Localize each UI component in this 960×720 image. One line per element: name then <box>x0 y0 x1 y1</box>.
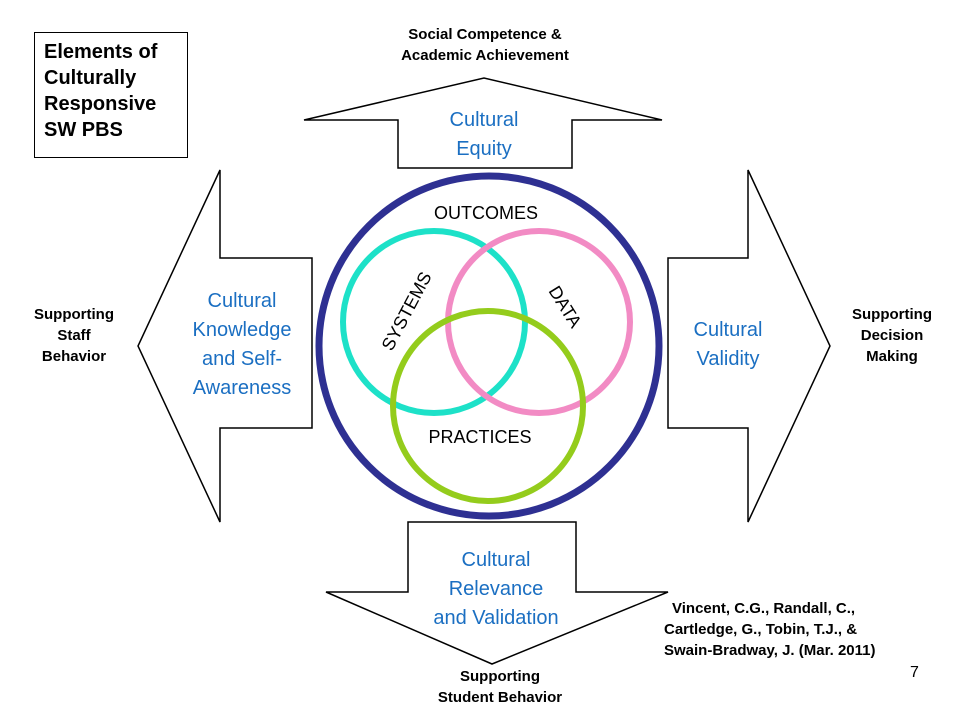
left-outer-label: Supporting Staff Behavior <box>8 304 140 367</box>
title-box: Elements of Culturally Responsive SW PBS <box>34 32 188 158</box>
bottom-arrow <box>325 521 669 665</box>
top-arrow <box>303 77 663 169</box>
systems-circle <box>340 228 528 416</box>
right-outer-label: Supporting Decision Making <box>826 304 958 367</box>
right-arrow-line-1: Cultural <box>694 319 763 341</box>
bottom-outer-label: Supporting Student Behavior <box>380 666 620 708</box>
top-arrow-line-2: Equity <box>456 138 512 160</box>
bottom-outer-line-1: Supporting <box>460 668 540 685</box>
citation: Vincent, C.G., Randall, C., Cartledge, G… <box>664 598 875 661</box>
practices-label: PRACTICES <box>428 427 531 447</box>
left-arrow-line-4: Awareness <box>193 377 292 399</box>
page-number: 7 <box>910 664 919 681</box>
right-arrow <box>667 169 831 523</box>
top-outer-line-2: Academic Achievement <box>401 47 569 64</box>
title-line-4: SW PBS <box>44 119 123 141</box>
practices-circle <box>390 308 586 504</box>
left-arrow-line-2: Knowledge <box>193 319 292 341</box>
left-outer-line-3: Behavior <box>41 348 107 365</box>
bottom-outer-line-2: Student Behavior <box>437 689 563 706</box>
bottom-arrow-line-1: Cultural <box>462 549 531 571</box>
title-line-2: Culturally <box>44 67 137 89</box>
right-outer-line-3: Making <box>866 348 918 365</box>
citation-line-3: Swain-Bradway, J. (Mar. 2011) <box>664 642 876 659</box>
top-outer-line-1: Social Competence & <box>408 26 562 43</box>
title-line-3: Responsive <box>44 93 157 115</box>
left-arrow <box>137 169 313 523</box>
right-outer-line-2: Decision <box>860 327 924 344</box>
left-outer-line-1: Supporting <box>34 306 114 323</box>
top-arrow-line-1: Cultural <box>450 109 519 131</box>
top-outer-label: Social Competence & Academic Achievement <box>330 24 640 66</box>
citation-line-1: Vincent, C.G., Randall, C., <box>672 600 856 617</box>
left-arrow-line-1: Cultural <box>208 290 277 312</box>
left-outer-line-2: Staff <box>57 327 91 344</box>
bottom-arrow-line-2: Relevance <box>449 578 544 600</box>
outcomes-label: OUTCOMES <box>434 203 538 223</box>
right-arrow-line-2: Validity <box>697 348 760 370</box>
bottom-arrow-line-3: and Validation <box>433 607 558 629</box>
outcomes-circle <box>315 172 663 520</box>
citation-line-2: Cartledge, G., Tobin, T.J., & <box>664 621 858 638</box>
right-outer-line-1: Supporting <box>852 306 932 323</box>
left-arrow-line-3: and Self- <box>202 348 282 370</box>
title-line-1: Elements of <box>44 41 158 63</box>
